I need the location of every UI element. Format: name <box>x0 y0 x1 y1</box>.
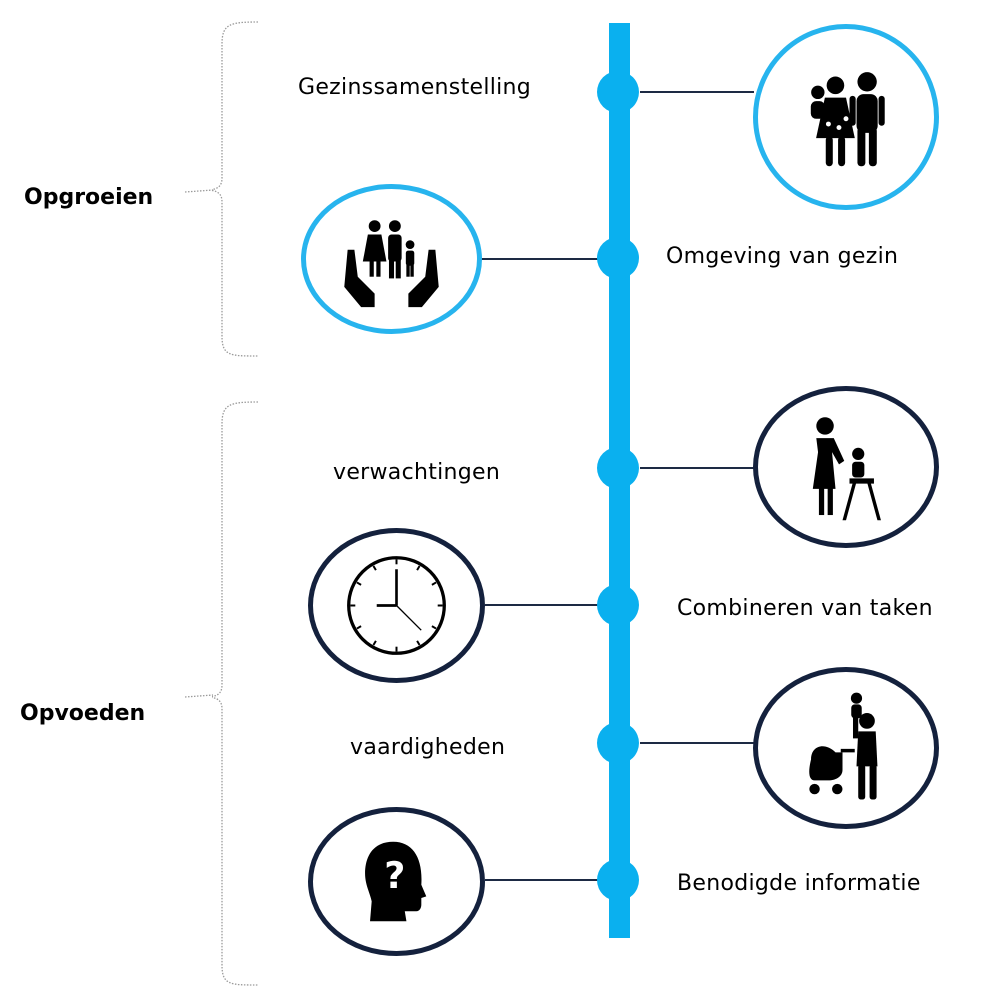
parent-feeding-child-icon <box>812 417 881 521</box>
timeline-node-combining-tasks <box>597 584 639 626</box>
topic-label-family-environment: Omgeving van gezin <box>666 244 899 269</box>
parent-feeding-child-icon-circle <box>753 386 939 548</box>
question-head-icon-circle: ? <box>308 807 485 956</box>
svg-text:?: ? <box>384 854 405 897</box>
group-label-parenting: Opvoeden <box>20 701 146 726</box>
timeline-node-skills <box>597 722 639 764</box>
connector-required-information <box>485 879 610 881</box>
timeline-node-family-composition <box>597 71 639 113</box>
family-icon <box>810 72 885 167</box>
timeline-node-expectations <box>597 447 639 489</box>
brace-tick-parenting <box>185 694 214 698</box>
topic-label-family-composition: Gezinssamenstelling <box>298 75 532 100</box>
family-in-hands-icon-circle <box>301 184 482 334</box>
topic-label-skills: vaardigheden <box>350 735 506 760</box>
parent-with-stroller-icon-circle <box>753 667 939 829</box>
brace-tick-upbringing <box>185 189 214 193</box>
topic-label-required-information: Benodigde informatie <box>677 871 921 896</box>
connector-skills <box>640 742 754 744</box>
connector-expectations <box>640 467 754 469</box>
family-icon-circle <box>753 24 939 210</box>
connector-combining-tasks <box>485 604 610 606</box>
connector-family-environment <box>480 258 610 260</box>
group-braces <box>212 21 259 986</box>
topic-label-expectations: verwachtingen <box>333 460 501 485</box>
parent-with-stroller-icon <box>809 692 878 800</box>
timeline-node-required-information <box>597 859 639 901</box>
timeline-node-family-environment <box>597 237 639 279</box>
topic-label-combining-tasks: Combineren van taken <box>677 596 933 621</box>
family-in-hands-icon <box>344 220 439 308</box>
connector-family-composition <box>640 91 754 93</box>
clock-icon <box>347 556 446 655</box>
group-label-upbringing: Opgroeien <box>24 185 154 210</box>
question-head-icon: ? <box>365 841 427 922</box>
clock-icon-circle <box>308 528 485 683</box>
